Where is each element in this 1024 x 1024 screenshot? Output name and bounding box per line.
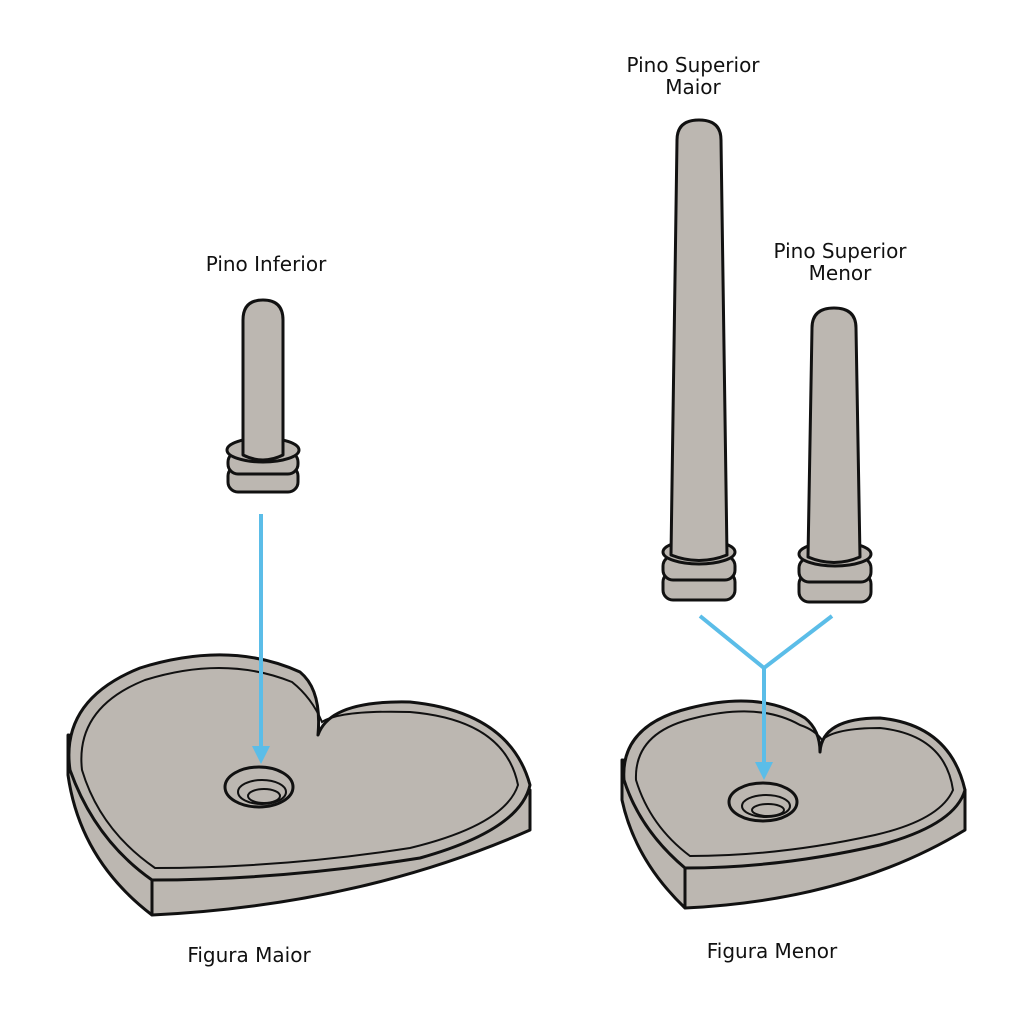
label-line: Menor	[808, 261, 872, 285]
label-line: Maior	[665, 75, 721, 99]
label-line: Pino Superior	[773, 239, 907, 263]
label-pino-superior-menor: Pino Superior Menor	[773, 240, 906, 284]
label-figura-menor: Figura Menor	[706, 939, 838, 963]
pino-superior-menor	[797, 306, 873, 604]
pino-superior-maior	[661, 118, 737, 602]
label-pino-superior-maior: Pino Superior Maior	[626, 54, 759, 98]
label-pino-inferior: Pino Inferior	[205, 252, 327, 276]
figura-maior-base	[66, 653, 532, 917]
arrow-pinos-superiores	[698, 614, 834, 780]
label-figura-maior: Figura Maior	[187, 943, 311, 967]
label-line: Pino Superior	[626, 53, 760, 77]
arrow-pino-inferior	[252, 514, 270, 764]
pino-inferior	[225, 298, 301, 494]
threaded-hole	[223, 765, 295, 809]
figura-menor-base	[620, 699, 967, 910]
